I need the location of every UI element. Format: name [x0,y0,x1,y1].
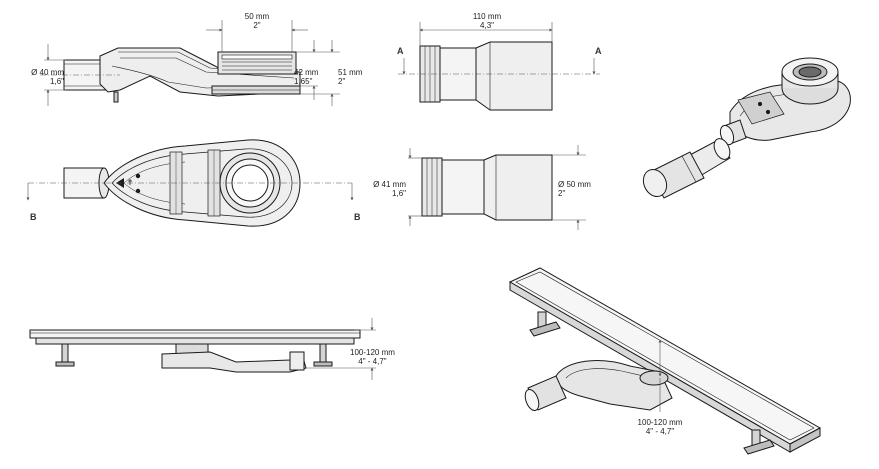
section-marker-b-right: B [354,212,361,222]
section-marker-b-left: B [30,212,37,222]
section-marker-a-right: A [595,46,602,56]
dim-pipe-dia-41-metric: Ø 41 mm [373,180,406,189]
dim-height-42-imperial: 1,65" [294,77,313,86]
dim-top-width-imperial: 2" [253,21,261,30]
channel-side-dimension-lines [306,318,376,380]
dim-install-height-side: 100-120 mm 4" - 4,7" [350,348,395,366]
siphon-side-view [63,47,301,103]
dim-height-51-metric: 51 mm [338,68,363,77]
dim-install-height-iso-imperial: 4" - 4,7" [645,427,675,436]
siphon-isometric-view [642,57,851,199]
dim-pipe-dia-41: Ø 41 mm 1,6" [373,180,406,198]
top-view-section-b-line [26,182,354,201]
dim-inlet-dia-metric: Ø 40 mm [31,68,64,77]
dim-top-width: 50 mm 2" [245,12,269,30]
dim-pipe-len-imperial: 4,3" [480,21,494,30]
dim-inlet-dia: Ø 40 mm 1,6" [31,68,64,86]
dim-height-51-imperial: 2" [338,77,346,86]
dim-height-42: 42 mm 1,65" [294,68,318,86]
dim-pipe-dia-50: Ø 50 mm 2" [558,180,591,198]
adapter-pipe-top-view [421,154,553,221]
dim-install-height-iso: 100-120 mm 4" - 4,7" [638,418,683,436]
adapter-pipe-side-view [419,41,553,111]
dim-pipe-dia-50-imperial: 2" [558,189,566,198]
dim-height-42-metric: 42 mm [294,68,319,77]
adapter-pipe-side-dimension-lines [398,22,600,75]
adapter-pipe-top-dimension-lines [408,145,586,230]
dim-install-height-side-imperial: 4" - 4,7" [358,357,387,366]
dim-pipe-len-metric: 110 mm [472,12,502,21]
dim-inlet-dia-imperial: 1,6" [50,77,64,86]
channel-side-view [29,329,361,373]
dim-install-height-iso-metric: 100-120 mm [637,418,683,427]
dim-top-width-metric: 50 mm [244,12,270,21]
dim-install-height-side-metric: 100-120 mm [350,348,395,357]
section-marker-a-left: A [397,46,404,56]
dim-pipe-dia-41-imperial: 1,6" [392,189,406,198]
channel-isometric-view [508,267,822,455]
dim-pipe-dia-50-metric: Ø 50 mm [558,180,591,189]
dim-pipe-len: 110 mm 4,3" [473,12,501,30]
siphon-side-dimension-lines [40,20,340,106]
dim-height-51: 51 mm 2" [338,68,362,86]
